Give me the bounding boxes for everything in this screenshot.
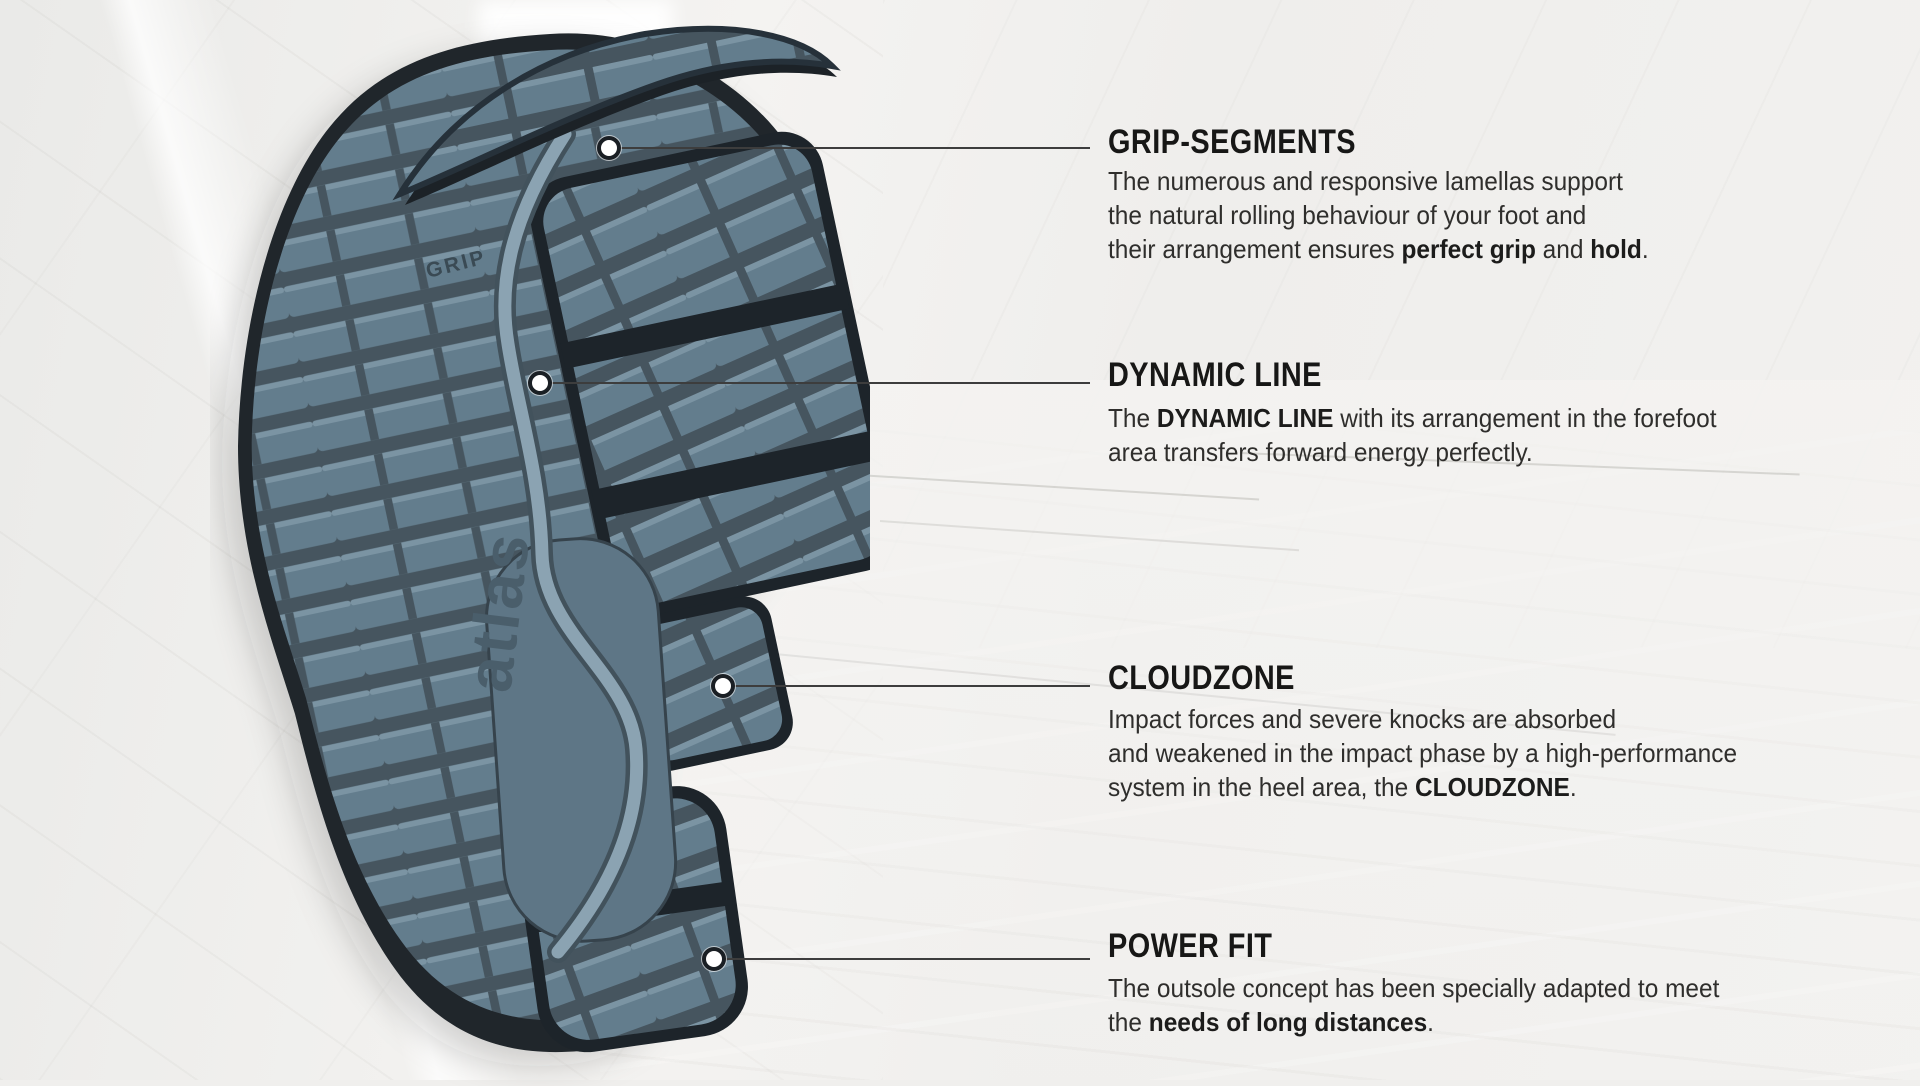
callout-title-dynamic-line: DYNAMIC LINE	[1108, 356, 1322, 394]
callout-body-line: their arrangement ensures perfect grip a…	[1108, 234, 1649, 264]
callout-title-power-fit: POWER FIT	[1108, 927, 1273, 965]
callout-dot-dynamic-line	[528, 371, 552, 395]
callout-line-dynamic-line	[540, 382, 1090, 384]
callout-body-line: area transfers forward energy perfectly.	[1108, 437, 1533, 467]
callout-body-line: The outsole concept has been specially a…	[1108, 973, 1720, 1003]
callout-body-line: the natural rolling behaviour of your fo…	[1108, 200, 1587, 230]
callout-body-cloudzone: Impact forces and severe knocks are abso…	[1108, 702, 1737, 804]
outsole-illustration: atlas GRIP	[222, 25, 870, 1067]
callout-body-grip-segments: The numerous and responsive lamellas sup…	[1108, 164, 1649, 266]
callout-dot-power-fit	[702, 947, 726, 971]
callout-line-power-fit	[714, 958, 1090, 960]
callout-body-line: the needs of long distances.	[1108, 1007, 1434, 1037]
callout-body-line: system in the heel area, the CLOUDZONE.	[1108, 772, 1577, 802]
callout-line-cloudzone	[723, 685, 1090, 687]
callout-title-grip-segments: GRIP-SEGMENTS	[1108, 123, 1356, 161]
callout-body-line: and weakened in the impact phase by a hi…	[1108, 738, 1738, 768]
callout-line-grip-segments	[609, 147, 1090, 149]
callout-body-line: The DYNAMIC LINE with its arrangement in…	[1108, 403, 1717, 433]
callout-body-power-fit: The outsole concept has been specially a…	[1108, 971, 1719, 1039]
callout-dot-grip-segments	[597, 136, 621, 160]
forefoot-grip-segment-block	[530, 131, 870, 617]
toe-flap	[392, 25, 841, 201]
callout-body-dynamic-line: The DYNAMIC LINE with its arrangement in…	[1108, 401, 1717, 469]
callout-title-cloudzone: CLOUDZONE	[1108, 659, 1295, 697]
callout-body-line: The numerous and responsive lamellas sup…	[1108, 166, 1623, 196]
dynamic-line-curve	[498, 127, 644, 959]
callout-body-line: Impact forces and severe knocks are abso…	[1108, 704, 1617, 734]
callout-dot-cloudzone	[711, 674, 735, 698]
